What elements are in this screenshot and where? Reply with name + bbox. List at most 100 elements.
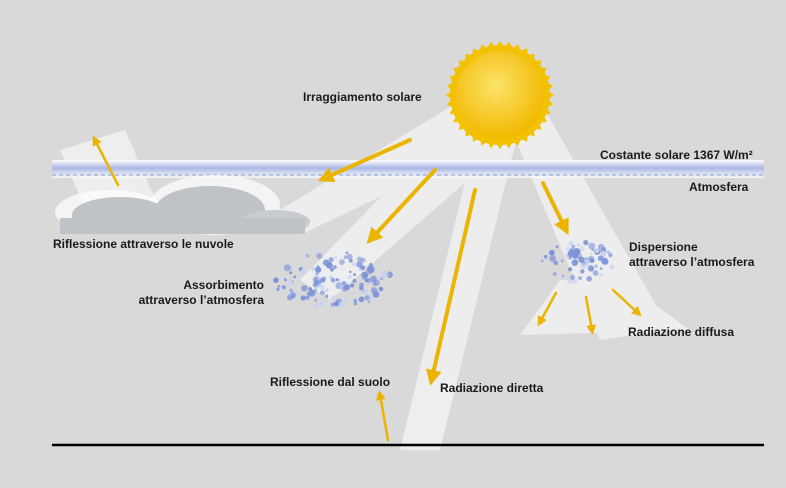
particle <box>289 288 294 293</box>
particle <box>372 291 380 298</box>
label-direct-radiation: Radiazione diretta <box>440 381 544 395</box>
particle <box>549 249 555 256</box>
arrow-to-absorption <box>366 168 437 244</box>
label-ground-reflection: Riflessione dal suolo <box>270 375 391 389</box>
arrow-to-dispersion <box>541 181 569 236</box>
label-dispersion-line1: Dispersione <box>629 240 698 254</box>
particle <box>349 270 352 274</box>
particle <box>594 248 600 254</box>
arrows <box>92 135 642 442</box>
particle <box>300 295 306 301</box>
particle <box>345 251 349 255</box>
particle <box>328 257 334 263</box>
particle <box>351 261 357 267</box>
sun-icon <box>446 41 554 149</box>
particle <box>325 300 329 303</box>
label-dispersion: Dispersione attraverso l’atmosfera <box>629 240 754 270</box>
particle <box>366 265 372 271</box>
absorption-particles <box>273 250 393 309</box>
particle <box>343 255 348 260</box>
particle <box>330 277 336 283</box>
particle <box>353 298 358 303</box>
particle <box>592 270 599 276</box>
particle <box>565 247 570 251</box>
particle <box>570 274 576 280</box>
particle <box>580 262 587 270</box>
arrow-diffuse-mid <box>584 295 597 335</box>
arrow-direct <box>425 188 477 386</box>
particle <box>361 271 368 279</box>
particle <box>283 264 291 272</box>
clouds <box>55 175 310 235</box>
particle <box>580 245 585 251</box>
particle <box>335 278 339 282</box>
particle <box>549 255 556 262</box>
particle <box>364 278 369 283</box>
arrow-to-atmosphere <box>317 138 412 183</box>
particle <box>578 276 582 280</box>
particle <box>358 296 365 303</box>
particle <box>367 300 371 304</box>
particle <box>326 262 333 269</box>
particle <box>347 275 352 280</box>
label-solar-irradiation: Irraggiamento solare <box>303 90 422 104</box>
particle <box>316 253 323 260</box>
particle <box>345 299 349 303</box>
particle <box>300 268 306 274</box>
particle <box>362 288 369 295</box>
particle <box>277 284 281 288</box>
particle <box>319 284 326 291</box>
particle <box>356 261 363 268</box>
particle <box>594 264 598 268</box>
label-absorption-line1: Assorbimento <box>183 278 264 292</box>
particle <box>283 278 287 282</box>
particle <box>568 241 574 246</box>
particle <box>541 257 545 261</box>
particle <box>358 267 362 272</box>
particle <box>609 264 615 270</box>
particle <box>289 271 293 275</box>
particle <box>319 290 325 296</box>
particle <box>560 259 564 263</box>
particle <box>553 260 558 266</box>
particle <box>589 258 595 263</box>
particle <box>543 254 548 259</box>
particle <box>314 299 318 302</box>
beam-direct <box>400 120 520 450</box>
arrow-ground-reflection <box>375 390 390 442</box>
particle <box>580 269 585 274</box>
particle <box>334 255 338 259</box>
particle <box>338 301 345 308</box>
label-absorption-line2: attraverso l’atmosfera <box>138 293 264 307</box>
arrow-diffuse-right <box>611 288 642 317</box>
particle <box>302 255 305 259</box>
particle <box>325 289 329 293</box>
particle <box>333 301 339 307</box>
particle <box>315 266 322 273</box>
particle <box>346 253 353 260</box>
particle <box>305 295 310 300</box>
particle <box>356 256 363 263</box>
arrow-cloud-reflection <box>92 135 120 187</box>
atmosphere-band <box>52 160 764 178</box>
particle <box>311 266 316 271</box>
particle <box>291 295 295 299</box>
particle <box>287 294 293 301</box>
particle <box>590 252 593 255</box>
particle <box>571 245 574 249</box>
particle <box>591 248 595 252</box>
label-cloud-reflection: Riflessione attraverso le nuvole <box>53 237 234 251</box>
particle <box>604 260 609 265</box>
particle <box>568 256 572 260</box>
particle <box>378 275 382 279</box>
particle <box>332 265 337 270</box>
particle <box>588 242 596 250</box>
particle <box>352 291 356 295</box>
particle <box>341 285 348 292</box>
particle <box>600 250 607 258</box>
particle <box>598 243 605 250</box>
particle <box>561 274 565 278</box>
particle <box>359 282 364 288</box>
particle <box>353 301 358 306</box>
